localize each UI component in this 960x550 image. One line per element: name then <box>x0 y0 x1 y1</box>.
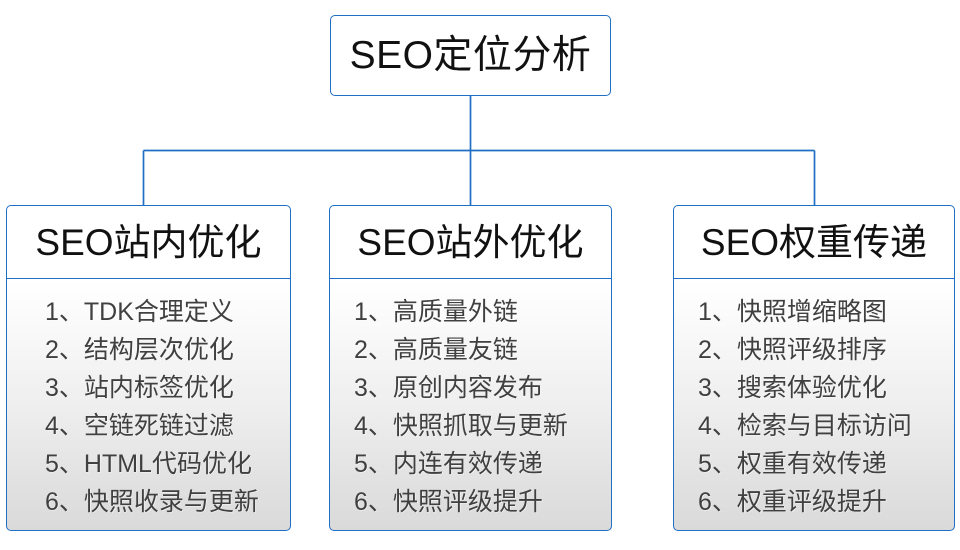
list-item: 3、站内标签优化 <box>45 374 234 402</box>
branch-node-2[interactable]: SEO权重传递 1、快照增缩略图 2、快照评级排序 3、搜索体验优化 4、检索与… <box>673 205 955 531</box>
branch-list-0: 1、TDK合理定义 2、结构层次优化 3、站内标签优化 4、空链死链过滤 5、H… <box>7 293 290 521</box>
branch-header-0[interactable]: SEO站内优化 <box>6 205 291 279</box>
list-item: 4、快照抓取与更新 <box>354 412 568 440</box>
branch-title-0: SEO站内优化 <box>35 221 262 263</box>
list-item: 1、快照增缩略图 <box>698 298 887 326</box>
branch-title-2: SEO权重传递 <box>700 221 928 263</box>
list-item: 4、空链死链过滤 <box>45 412 234 440</box>
branch-list-1: 1、高质量外链 2、高质量友链 3、原创内容发布 4、快照抓取与更新 5、内连有… <box>330 293 611 521</box>
root-node[interactable]: SEO定位分析 <box>330 15 611 96</box>
list-item: 5、HTML代码优化 <box>45 450 252 478</box>
list-item: 6、快照评级提升 <box>354 488 543 516</box>
list-item: 4、检索与目标访问 <box>698 412 912 440</box>
branch-title-1: SEO站外优化 <box>357 221 584 263</box>
list-item: 6、快照收录与更新 <box>45 488 259 516</box>
branch-body-2: 1、快照增缩略图 2、快照评级排序 3、搜索体验优化 4、检索与目标访问 5、权… <box>673 279 955 531</box>
branch-header-1[interactable]: SEO站外优化 <box>329 205 612 279</box>
list-item: 3、原创内容发布 <box>354 374 543 402</box>
branch-body-0: 1、TDK合理定义 2、结构层次优化 3、站内标签优化 4、空链死链过滤 5、H… <box>6 279 291 531</box>
list-item: 3、搜索体验优化 <box>698 374 887 402</box>
list-item: 5、权重有效传递 <box>698 450 887 478</box>
branch-header-2[interactable]: SEO权重传递 <box>673 205 955 279</box>
branch-list-2: 1、快照增缩略图 2、快照评级排序 3、搜索体验优化 4、检索与目标访问 5、权… <box>674 293 954 521</box>
root-node-title: SEO定位分析 <box>349 34 592 77</box>
list-item: 6、权重评级提升 <box>698 488 887 516</box>
branch-body-1: 1、高质量外链 2、高质量友链 3、原创内容发布 4、快照抓取与更新 5、内连有… <box>329 279 612 531</box>
list-item: 2、快照评级排序 <box>698 336 887 364</box>
branch-node-1[interactable]: SEO站外优化 1、高质量外链 2、高质量友链 3、原创内容发布 4、快照抓取与… <box>329 205 612 531</box>
list-item: 2、高质量友链 <box>354 336 518 364</box>
branch-node-0[interactable]: SEO站内优化 1、TDK合理定义 2、结构层次优化 3、站内标签优化 4、空链… <box>6 205 291 531</box>
list-item: 2、结构层次优化 <box>45 336 234 364</box>
list-item: 5、内连有效传递 <box>354 450 543 478</box>
list-item: 1、TDK合理定义 <box>45 298 234 326</box>
list-item: 1、高质量外链 <box>354 298 518 326</box>
